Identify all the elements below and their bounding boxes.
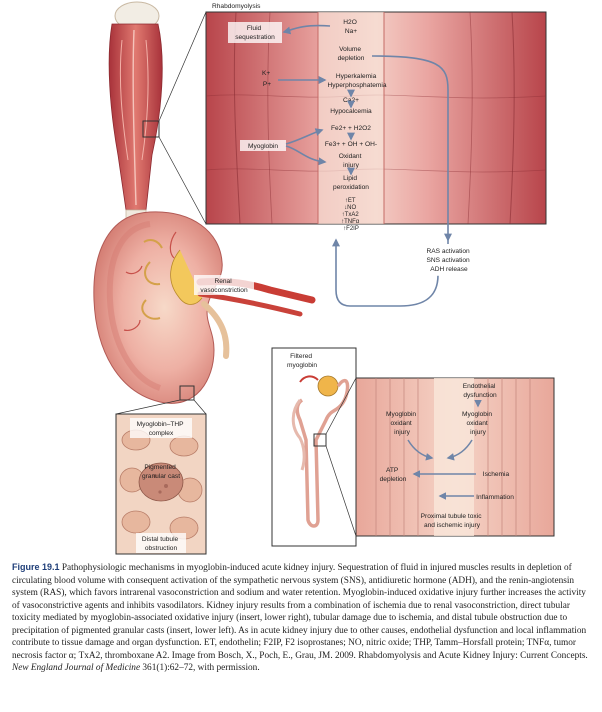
atp-depletion-label: ATP depletion	[380, 467, 407, 483]
figure-caption: Figure 19.1 Pathophysiologic mechanisms …	[12, 561, 594, 675]
nephron-zoom-marker	[313, 433, 327, 447]
mediators-list: ↑ET ↓NO ↑TxA2 ↑TNFα ↑F2IP	[341, 198, 361, 232]
fluid-label-bg	[228, 22, 282, 43]
myoglobin-label: Myoglobin	[248, 143, 278, 150]
nephron-zoom-lines	[325, 377, 357, 537]
myoglobin-oxidant-injury-left: Myoglobin oxidant injury	[386, 411, 418, 436]
filtered-label-bg	[278, 350, 328, 370]
nephron-panel	[271, 347, 357, 547]
inflammation-label: Inflammation	[476, 494, 514, 501]
myoglobin-label-bg	[240, 140, 286, 151]
muscle-cross-section-panel	[205, 11, 547, 225]
zoom-lines	[158, 11, 207, 225]
myoglobin-oxidant-injury-right: Myoglobin oxidant injury	[462, 411, 494, 436]
pathway-arrows	[278, 24, 452, 307]
kidney-zoom-marker	[179, 385, 195, 401]
fluid-sequestration-label: Fluid sequestration	[235, 25, 275, 41]
muscle-zoom-marker	[142, 120, 160, 138]
myoglobin-thp-complex-label: Myoglobin–THP complex	[137, 421, 186, 437]
thp-label-bg	[130, 418, 192, 438]
rhabdomyolysis-label: Rhabdomyolysis	[212, 3, 261, 10]
kidney-zoom-lines	[115, 399, 207, 415]
hypocalcemia-label: Hypocalcemia	[330, 108, 372, 115]
fenton-reaction-2: Fe3+ + OH + OH-	[325, 141, 377, 148]
caption-text: Pathophysiologic mechanisms in myoglobin…	[12, 563, 588, 661]
pathophysiology-diagram: Rhabdomyolysis Fluid sequestration H2O N…	[93, 1, 555, 555]
fenton-reaction-1: Fe2+ + H2O2	[331, 125, 371, 132]
distal-label-bg	[136, 533, 186, 553]
renal-label-bg	[194, 275, 254, 295]
caption-journal: New England Journal of Medicine	[12, 663, 141, 673]
insert-arrows	[407, 400, 482, 500]
caption-citation: 361(1):62–72, with permission.	[142, 663, 260, 673]
volume-depletion-label: Volume depletion	[338, 46, 365, 62]
ischemia-label: Ischemia	[483, 471, 510, 478]
filtered-myoglobin-label: Filtered myoglobin	[287, 353, 317, 369]
hyperkalemia-label: Hyperkalemia Hyperphosphatemia	[327, 73, 386, 89]
endothelial-dysfunction-label: Endothelial dysfunction	[463, 383, 497, 399]
renal-vasoconstriction-label: Renal vasoconstriction	[200, 278, 248, 294]
figure-number: Figure 19.1	[12, 562, 60, 572]
water-sodium-label: H2O Na+	[343, 19, 358, 35]
proximal-tubule-insert	[355, 377, 555, 537]
proximal-tubule-label: Proximal tubule toxic and ischemic injur…	[421, 513, 484, 529]
pigmented-granular-cast-label: Pigmented granular cast	[142, 464, 180, 480]
ras-activation-label: RAS activation SNS activation ADH releas…	[426, 248, 471, 273]
arm-muscle-illustration	[108, 1, 163, 223]
oxidant-injury-label: Oxidant injury	[339, 153, 364, 169]
kidney-illustration	[93, 211, 316, 404]
ras-label-bg	[416, 244, 482, 276]
potassium-phosphate-label: K+ P+	[262, 70, 272, 88]
lipid-peroxidation-label: Lipid peroxidation	[333, 175, 369, 191]
distal-tubule-obstruction-label: Distal tubule obstruction	[142, 536, 180, 552]
calcium-label: Ca2+	[343, 97, 359, 104]
